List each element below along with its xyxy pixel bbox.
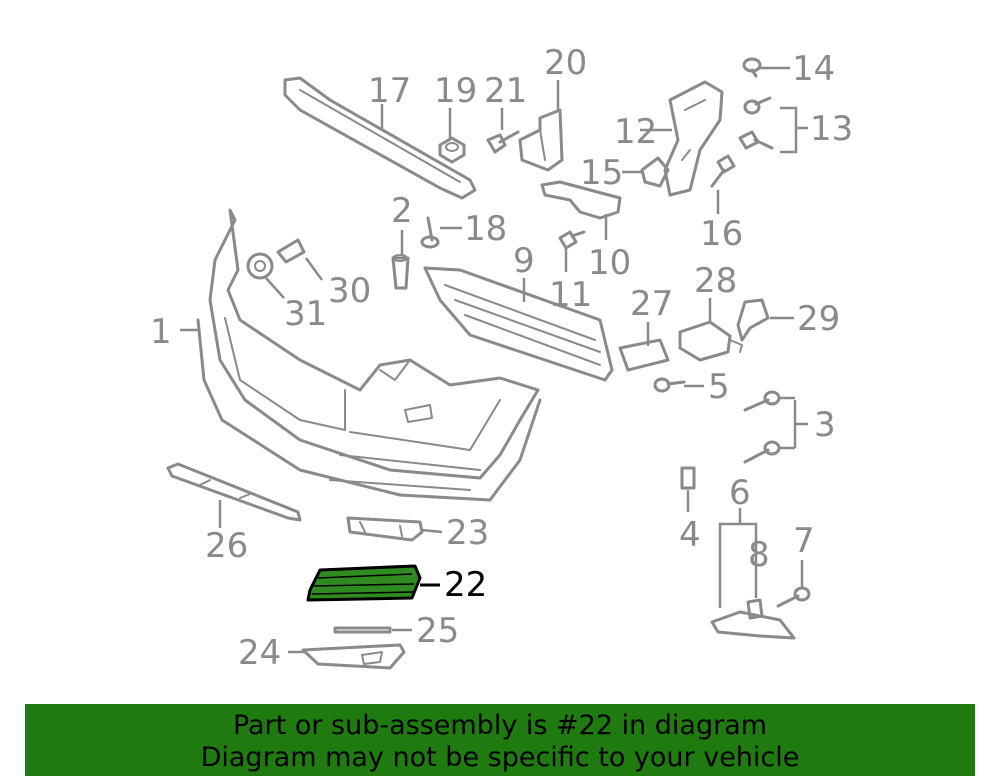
callout-7: 7 bbox=[793, 521, 815, 561]
callout-21: 21 bbox=[484, 71, 527, 111]
part-18-pin bbox=[420, 216, 440, 249]
callout-17: 17 bbox=[368, 71, 411, 111]
part-15-clip bbox=[640, 156, 670, 188]
part-8-clip bbox=[746, 598, 764, 620]
callout-1: 1 bbox=[150, 312, 172, 352]
callout-5: 5 bbox=[708, 367, 730, 407]
part-1-bumper-cover bbox=[196, 208, 542, 502]
part-3-bolts bbox=[743, 390, 781, 464]
callout-4: 4 bbox=[679, 515, 701, 555]
part-25-strip bbox=[333, 626, 392, 634]
callout-25: 25 bbox=[416, 611, 459, 651]
part-19-nut bbox=[438, 136, 466, 164]
callout-10: 10 bbox=[588, 243, 631, 283]
callout-23: 23 bbox=[446, 513, 489, 553]
part-4-clip bbox=[680, 466, 696, 490]
parts-diagram: 1 2 3 4 5 6 7 8 9 10 11 12 13 14 15 16 1… bbox=[150, 43, 853, 673]
part-13-screws bbox=[738, 96, 774, 150]
banner-line-part: Part or sub-assembly is #22 in diagram bbox=[232, 710, 768, 741]
part-28-module bbox=[678, 320, 743, 362]
callout-27: 27 bbox=[630, 284, 673, 324]
callout-30: 30 bbox=[328, 271, 371, 311]
callout-11: 11 bbox=[549, 275, 592, 315]
callout-18: 18 bbox=[464, 209, 507, 249]
callout-3: 3 bbox=[814, 405, 836, 445]
part-21-bolt bbox=[486, 130, 520, 154]
callout-29: 29 bbox=[797, 299, 840, 339]
part-7-screw bbox=[776, 586, 811, 608]
banner-line-disclaimer: Diagram may not be specific to your vehi… bbox=[200, 742, 800, 773]
callout-15: 15 bbox=[580, 153, 623, 193]
part-24-trim bbox=[301, 643, 406, 670]
part-14-screw bbox=[742, 57, 762, 78]
leader-lines bbox=[180, 66, 808, 654]
part-5-bolt bbox=[653, 377, 686, 393]
callout-31: 31 bbox=[284, 294, 327, 334]
part-11-bolt bbox=[558, 230, 586, 250]
callout-9: 9 bbox=[513, 241, 535, 281]
part-26-strip bbox=[166, 462, 302, 522]
callout-24: 24 bbox=[238, 633, 281, 673]
part-20-bracket bbox=[518, 108, 564, 172]
callout-labels: 1 2 3 4 5 6 7 8 9 10 11 12 13 14 15 16 1… bbox=[150, 43, 853, 673]
part-10-bracket bbox=[540, 180, 622, 220]
callout-14: 14 bbox=[792, 49, 835, 89]
part-29-bracket bbox=[736, 298, 770, 342]
callout-8: 8 bbox=[748, 535, 770, 575]
part-22-grille-highlight bbox=[306, 564, 422, 602]
callout-20: 20 bbox=[544, 43, 587, 83]
callout-13: 13 bbox=[810, 109, 853, 149]
callout-6: 6 bbox=[729, 473, 751, 513]
callout-19: 19 bbox=[434, 71, 477, 111]
part-23-grille bbox=[346, 516, 424, 542]
part-17-impact-bar bbox=[283, 76, 477, 200]
part-27-plate bbox=[618, 338, 670, 372]
part-30-31-sensor bbox=[246, 238, 306, 280]
callout-28: 28 bbox=[694, 261, 737, 301]
part-2-clip bbox=[391, 254, 410, 290]
callout-26: 26 bbox=[205, 526, 248, 566]
part-16-bolt bbox=[710, 154, 736, 188]
callout-16: 16 bbox=[700, 214, 743, 254]
callout-22: 22 bbox=[444, 565, 487, 605]
info-banner: Part or sub-assembly is #22 in diagram D… bbox=[25, 704, 975, 776]
part-9-absorber bbox=[423, 266, 614, 382]
part-6-trim bbox=[710, 610, 796, 640]
part-12-side-bracket bbox=[663, 80, 724, 197]
callout-12: 12 bbox=[614, 112, 657, 152]
callout-2: 2 bbox=[391, 191, 413, 231]
